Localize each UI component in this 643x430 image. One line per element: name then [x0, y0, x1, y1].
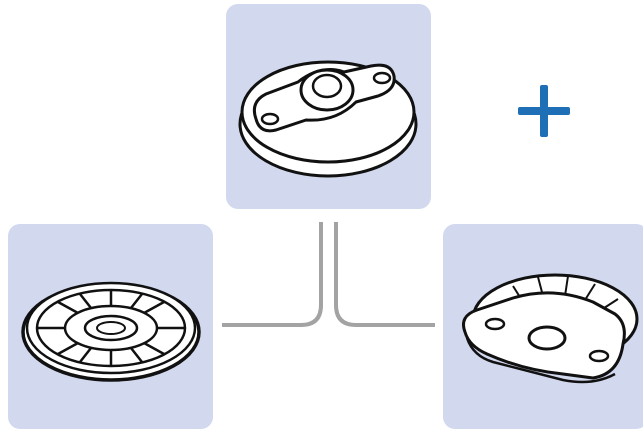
plus-icon: [515, 82, 573, 140]
ribbed-disc-underside-icon: [8, 224, 213, 429]
disc-side-view-icon: [443, 224, 643, 429]
component-tile-left: [8, 224, 213, 429]
flanged-suction-cup-icon: [226, 4, 431, 209]
component-tile-top: [226, 4, 431, 209]
component-tile-right: [443, 224, 643, 429]
